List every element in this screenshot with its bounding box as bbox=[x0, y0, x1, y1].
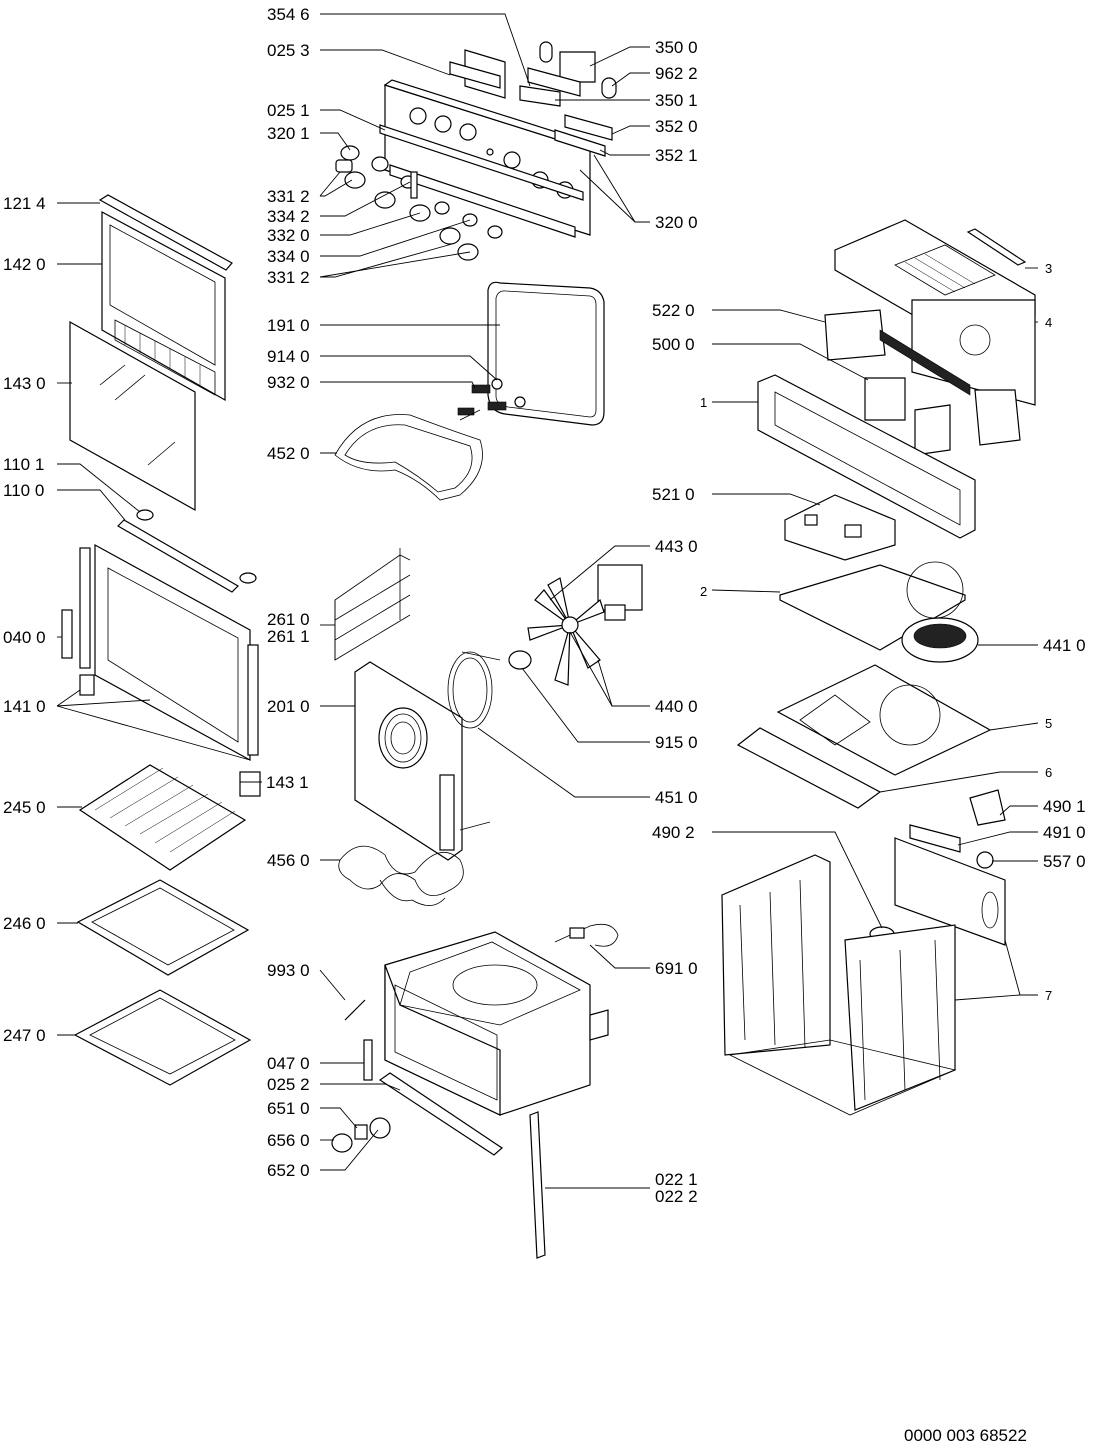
label-350-0: 350 0 bbox=[655, 38, 698, 57]
label-143-1: 143 1 bbox=[266, 773, 309, 792]
part-labels: 354 6 025 3 025 1 320 1 331 2 334 2 332 … bbox=[3, 5, 1086, 1206]
control-modules bbox=[449, 41, 617, 157]
label-456-0: 456 0 bbox=[267, 851, 310, 870]
label-334-2: 334 2 bbox=[267, 207, 310, 226]
small-hardware bbox=[331, 999, 391, 1153]
electronic-board bbox=[784, 494, 896, 561]
side-rail bbox=[529, 1111, 546, 1259]
label-500-0: 500 0 bbox=[652, 335, 695, 354]
label-261-1: 261 1 bbox=[267, 627, 310, 646]
leader-lines bbox=[56, 13, 1039, 1189]
label-1: 1 bbox=[700, 395, 707, 410]
fan-wheel bbox=[901, 617, 979, 663]
label-490-1: 490 1 bbox=[1043, 797, 1086, 816]
label-331-2-a: 331 2 bbox=[267, 187, 310, 206]
label-521-0: 521 0 bbox=[652, 485, 695, 504]
switch-modules bbox=[824, 309, 1021, 456]
label-490-2: 490 2 bbox=[652, 823, 695, 842]
circular-element bbox=[447, 651, 501, 729]
top-cover bbox=[834, 219, 1036, 406]
label-452-0: 452 0 bbox=[267, 444, 310, 463]
label-025-3: 025 3 bbox=[267, 41, 310, 60]
door-top-profile bbox=[98, 194, 233, 271]
label-352-0: 352 0 bbox=[655, 117, 698, 136]
fan-motor bbox=[508, 564, 643, 686]
label-121-4: 121 4 bbox=[3, 194, 46, 213]
outer-door-glass bbox=[101, 210, 226, 402]
label-040-0: 040 0 bbox=[3, 628, 46, 647]
label-4: 4 bbox=[1045, 315, 1052, 330]
label-691-0: 691 0 bbox=[655, 959, 698, 978]
label-914-0: 914 0 bbox=[267, 347, 310, 366]
label-3: 3 bbox=[1045, 261, 1052, 276]
door-inner-frame bbox=[61, 543, 261, 797]
label-350-1: 350 1 bbox=[655, 91, 698, 110]
label-651-0: 651 0 bbox=[267, 1099, 310, 1118]
door-seal bbox=[487, 281, 605, 426]
label-022-2: 022 2 bbox=[655, 1187, 698, 1206]
label-025-2: 025 2 bbox=[267, 1075, 310, 1094]
label-451-0: 451 0 bbox=[655, 788, 698, 807]
label-261-0: 261 0 bbox=[267, 610, 310, 629]
label-557-0: 557 0 bbox=[1043, 852, 1086, 871]
label-331-2-b: 331 2 bbox=[267, 268, 310, 287]
document-number: 0000 003 68522 bbox=[904, 1426, 1027, 1445]
label-191-0: 191 0 bbox=[267, 316, 310, 335]
baking-tray bbox=[76, 879, 250, 976]
label-334-0: 334 0 bbox=[267, 247, 310, 266]
label-201-0: 201 0 bbox=[267, 697, 310, 716]
shelf-runners bbox=[334, 548, 411, 661]
grill-bracket bbox=[554, 923, 619, 947]
oven-cavity bbox=[378, 931, 609, 1156]
label-441-0: 441 0 bbox=[1043, 636, 1086, 655]
label-652-0: 652 0 bbox=[267, 1161, 310, 1180]
oven-housing bbox=[721, 837, 1006, 1116]
label-962-2: 962 2 bbox=[655, 64, 698, 83]
label-142-0: 142 0 bbox=[3, 255, 46, 274]
label-440-0: 440 0 bbox=[655, 697, 698, 716]
label-354-6: 354 6 bbox=[267, 5, 310, 24]
label-247-0: 247 0 bbox=[3, 1026, 46, 1045]
label-6: 6 bbox=[1045, 765, 1052, 780]
label-2: 2 bbox=[700, 584, 707, 599]
control-panel-fascia bbox=[379, 79, 599, 238]
label-993-0: 993 0 bbox=[267, 961, 310, 980]
label-522-0: 522 0 bbox=[652, 301, 695, 320]
door-handle bbox=[117, 509, 257, 593]
label-047-0: 047 0 bbox=[267, 1054, 310, 1073]
wire-shelf bbox=[78, 764, 247, 871]
drip-tray bbox=[73, 989, 252, 1086]
label-352-1: 352 1 bbox=[655, 146, 698, 165]
label-656-0: 656 0 bbox=[267, 1131, 310, 1150]
label-320-0: 320 0 bbox=[655, 213, 698, 232]
label-110-1: 110 1 bbox=[3, 455, 44, 474]
top-heating-element bbox=[334, 409, 483, 501]
label-143-0: 143 0 bbox=[3, 374, 46, 393]
label-5: 5 bbox=[1045, 716, 1052, 731]
inner-door-glass bbox=[69, 320, 196, 512]
label-246-0: 246 0 bbox=[3, 914, 46, 933]
label-932-0: 932 0 bbox=[267, 373, 310, 392]
label-320-1: 320 1 bbox=[267, 124, 310, 143]
label-025-1: 025 1 bbox=[267, 101, 310, 120]
label-141-0: 141 0 bbox=[3, 697, 46, 716]
label-110-0: 110 0 bbox=[3, 481, 44, 500]
label-491-0: 491 0 bbox=[1043, 823, 1086, 842]
front-frame bbox=[757, 374, 976, 539]
oven-lamp-parts bbox=[457, 378, 526, 416]
label-022-1: 022 1 bbox=[655, 1170, 698, 1189]
label-7: 7 bbox=[1045, 988, 1052, 1003]
label-915-0: 915 0 bbox=[655, 733, 698, 752]
fan-cover bbox=[354, 661, 463, 861]
label-245-0: 245 0 bbox=[3, 798, 46, 817]
label-443-0: 443 0 bbox=[655, 537, 698, 556]
label-332-0: 332 0 bbox=[267, 226, 310, 245]
bottom-heating-element bbox=[338, 821, 491, 906]
